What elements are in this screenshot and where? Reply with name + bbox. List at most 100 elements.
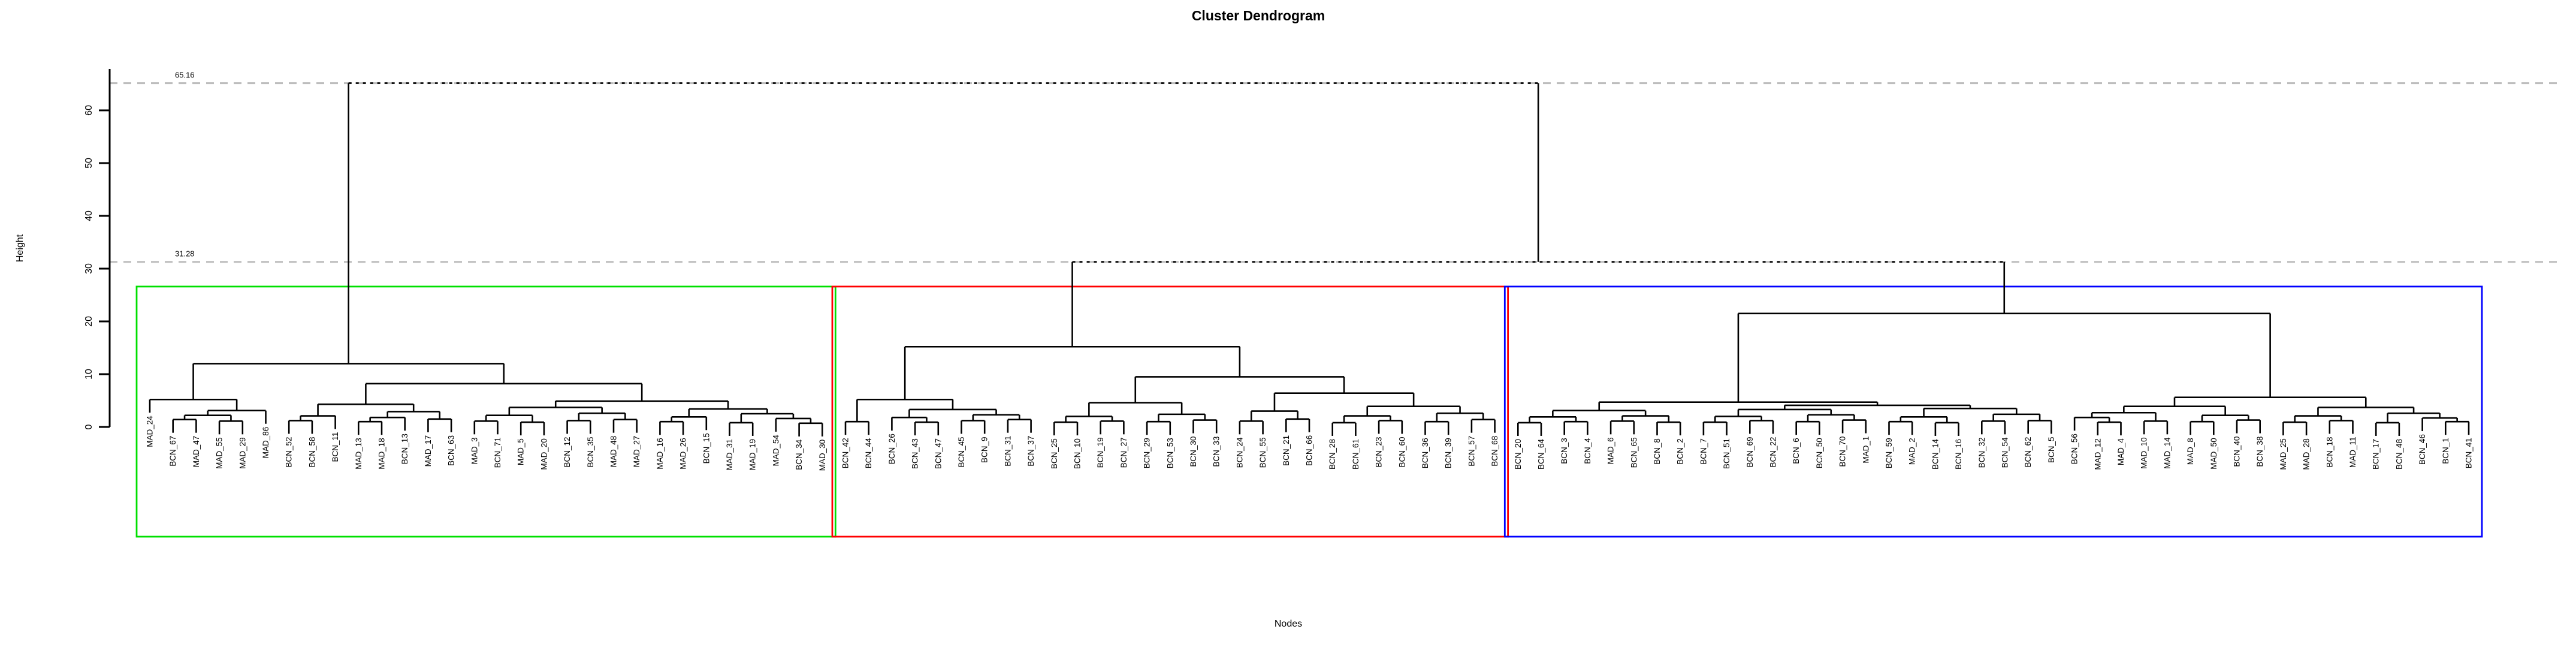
leaf-label: BCN_54: [2001, 437, 2010, 468]
leaf-label: BCN_23: [1375, 437, 1384, 467]
leaf-label: MAD_12: [2093, 438, 2102, 470]
leaf-label: BCN_3: [1560, 438, 1569, 464]
leaf-label: BCN_43: [911, 438, 920, 469]
leaf-label: BCN_53: [1165, 438, 1174, 468]
leaf-label: BCN_51: [1722, 438, 1731, 469]
leaf-label: BCN_7: [1699, 438, 1708, 465]
chart-title: Cluster Dendrogram: [1192, 8, 1325, 23]
leaf-label: BCN_66: [1305, 435, 1314, 466]
leaf-label: MAD_31: [725, 439, 734, 471]
leaf-label: BCN_28: [1328, 439, 1337, 470]
leaf-label: BCN_10: [1073, 438, 1082, 469]
leaf-label: BCN_52: [285, 437, 294, 467]
leaf-label: BCN_26: [887, 434, 896, 464]
leaf-label: BCN_15: [702, 433, 711, 464]
cluster-box-cluster-1: [135, 285, 836, 538]
y-axis-title: Height: [15, 234, 25, 262]
leaf-label: MAD_2: [1908, 438, 1917, 465]
leaf-label: BCN_35: [586, 437, 595, 467]
leaf-label: BCN_25: [1050, 438, 1059, 469]
leaf-label: BCN_12: [563, 437, 572, 467]
leaf-label: BCN_30: [1189, 437, 1198, 467]
leaf-label: BCN_14: [1931, 438, 1940, 470]
leaf-label: BCN_60: [1397, 437, 1406, 467]
leaf-label: MAD_4: [2116, 438, 2125, 466]
y-tick-label: 60: [84, 105, 94, 116]
leaf-label: BCN_13: [400, 434, 409, 464]
cluster-box-cluster-3: [1503, 285, 2483, 538]
leaf-label: MAD_14: [2163, 437, 2172, 469]
y-tick-label: 20: [84, 316, 94, 327]
cluster-box-cluster-2: [831, 285, 1509, 538]
leaf-label: BCN_11: [331, 432, 340, 462]
y-tick-label: 30: [84, 263, 94, 274]
leaf-label: BCN_31: [1003, 436, 1012, 467]
leaf-label: BCN_58: [307, 437, 316, 467]
leaf-label: MAD_24: [146, 416, 155, 447]
leaf-label: MAD_28: [2302, 438, 2311, 470]
leaf-label: MAD_13: [354, 438, 363, 470]
leaf-label: BCN_63: [447, 435, 456, 466]
leaf-label: BCN_9: [980, 437, 989, 463]
leaf-label: BCN_50: [1815, 438, 1824, 468]
leaf-label: BCN_29: [1143, 438, 1152, 468]
leaf-label: MAD_18: [378, 438, 386, 470]
leaf-label: MAD_11: [2348, 437, 2357, 468]
leaf-label: BCN_33: [1212, 437, 1221, 467]
leaf-label: BCN_42: [841, 438, 850, 468]
leaf-label: MAD_16: [656, 438, 665, 470]
leaf-label: MAD_30: [818, 440, 827, 471]
leaf-label: MAD_48: [609, 436, 618, 468]
leaf-label: BCN_37: [1026, 436, 1035, 467]
leaf-label: MAD_25: [2279, 438, 2288, 470]
leaf-label: BCN_64: [1537, 438, 1546, 470]
cut-line-label: 31.28: [175, 249, 195, 258]
leaf-label: BCN_16: [1954, 439, 1963, 470]
leaf-label: MAD_26: [679, 438, 688, 470]
y-tick-label: 40: [84, 210, 94, 221]
leaf-label: MAD_3: [470, 437, 479, 464]
leaf-label: BCN_41: [2465, 438, 2474, 468]
leaf-label: BCN_59: [1885, 438, 1894, 468]
leaf-label: BCN_22: [1769, 437, 1778, 467]
leaf-label: BCN_67: [168, 436, 177, 467]
leaf-label: BCN_19: [1096, 437, 1105, 468]
leaf-label: BCN_38: [2255, 437, 2264, 467]
cut-lines-layer: 65.16 31.28: [110, 71, 2559, 263]
leaf-label: BCN_24: [1235, 437, 1244, 468]
leaf-label: MAD_54: [771, 434, 780, 466]
leaf-label: MAD_8: [2186, 438, 2195, 465]
leaf-label: BCN_57: [1467, 436, 1476, 467]
leaf-label: BCN_6: [1792, 438, 1801, 464]
leaf-label: MAD_55: [215, 437, 224, 469]
leaf-label: MAD_17: [424, 435, 433, 467]
leaf-label: BCN_48: [2394, 439, 2403, 470]
leaf-label: BCN_56: [2070, 434, 2079, 464]
leaf-label: BCN_71: [493, 437, 502, 468]
leaf-label: MAD_86: [261, 427, 270, 459]
leaf-label: BCN_32: [1977, 437, 1986, 468]
leaf-label: BCN_5: [2047, 437, 2056, 463]
x-axis-title: Nodes: [1275, 619, 1302, 629]
leaf-label: BCN_2: [1676, 438, 1685, 465]
dendrogram-tree-layer: [149, 82, 2470, 437]
cut-line-label: 65.16: [175, 71, 195, 80]
leaf-label: BCN_21: [1282, 435, 1291, 466]
leaf-label: MAD_27: [632, 436, 641, 468]
leaf-label: BCN_44: [864, 438, 873, 469]
leaf-label: MAD_50: [2209, 438, 2218, 470]
leaf-label: BCN_20: [1514, 439, 1523, 470]
leaf-label: BCN_46: [2418, 434, 2427, 465]
leaf-label: MAD_20: [539, 438, 548, 470]
leaf-label: BCN_4: [1583, 438, 1592, 464]
leaf-label: BCN_61: [1351, 439, 1360, 470]
leaf-label: BCN_70: [1838, 437, 1847, 467]
leaf-label: BCN_47: [934, 438, 943, 469]
y-tick-label: 10: [84, 369, 94, 380]
leaf-label: BCN_8: [1653, 438, 1662, 465]
leaf-label: BCN_34: [795, 439, 804, 470]
leaf-label: MAD_5: [517, 438, 526, 465]
